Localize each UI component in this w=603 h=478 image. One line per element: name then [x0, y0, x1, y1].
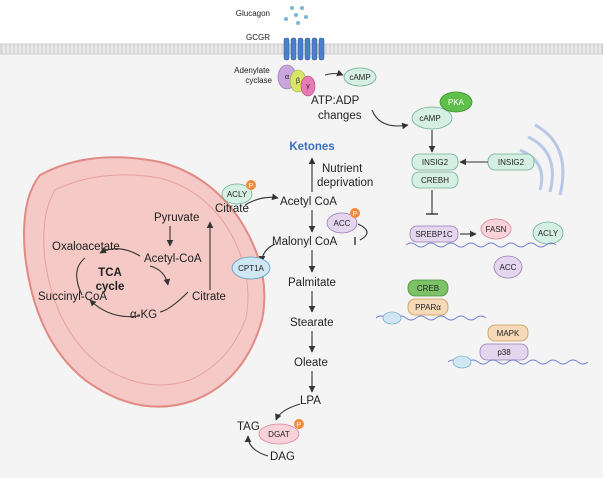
svg-text:β: β	[296, 78, 300, 85]
lpa-label: LPA	[300, 395, 321, 407]
svg-text:ACC: ACC	[500, 263, 517, 272]
tag-label: TAG	[237, 421, 260, 433]
glucagon-molecules	[284, 6, 308, 25]
dgat-phospho	[294, 419, 304, 429]
tca-label: TCA	[98, 267, 122, 279]
mitochondrion	[23, 156, 266, 408]
atp-adp-label: ATP:ADP	[311, 95, 360, 107]
citrate-out-label: Citrate	[215, 203, 249, 215]
camp-pka-node	[411, 106, 453, 130]
endoplasmic-reticulum	[519, 123, 565, 196]
crebh-node	[411, 171, 459, 189]
acly-phospho	[246, 180, 256, 190]
acetyl-coa-label: Acetyl CoA	[280, 196, 337, 208]
svg-text:DGAT: DGAT	[268, 430, 290, 439]
mito-citrate-label: Citrate	[192, 291, 226, 303]
stearate-label: Stearate	[290, 317, 333, 329]
gcgr-label: GCGR	[246, 33, 270, 42]
svg-text:P: P	[297, 422, 302, 429]
dna-binder-2	[382, 311, 402, 325]
camp-node	[343, 67, 377, 87]
svg-text:PPARα: PPARα	[415, 303, 441, 312]
gcgr-receptor	[283, 37, 325, 61]
cycle-label: cycle	[96, 281, 125, 293]
svg-text:γ: γ	[306, 83, 310, 90]
oxaloacetate-label: Oxaloacetate	[52, 241, 120, 253]
changes-label: changes	[318, 110, 362, 122]
deprivation-label: deprivation	[317, 177, 373, 189]
svg-text:cAMP: cAMP	[419, 114, 440, 123]
palmitate-label: Palmitate	[288, 277, 336, 289]
svg-text:INSIG2: INSIG2	[498, 158, 525, 167]
succinyl-coa-label: Succinyl-CoA	[38, 291, 107, 303]
svg-text:SREBP1C: SREBP1C	[415, 230, 453, 239]
g-protein-complex: α β γ	[277, 64, 316, 97]
svg-text:P: P	[249, 183, 254, 190]
svg-text:P: P	[353, 211, 358, 218]
p38-node	[479, 343, 529, 361]
cpt1a-node	[231, 256, 271, 280]
svg-text:ACC: ACC	[334, 219, 351, 228]
acc-node-pathway	[326, 212, 358, 234]
creb-node	[407, 279, 449, 297]
acc-node-right	[493, 255, 523, 279]
ketones-label: Ketones	[289, 141, 334, 153]
svg-text:INSIG2: INSIG2	[422, 158, 449, 167]
dna-binder-3	[452, 355, 472, 369]
svg-text:PKA: PKA	[448, 98, 465, 107]
acly-node-left	[221, 183, 253, 205]
svg-text:α: α	[285, 74, 289, 81]
svg-text:p38: p38	[497, 348, 511, 357]
glucagon-label: Glucagon	[236, 9, 270, 18]
svg-text:MAPK: MAPK	[497, 329, 520, 338]
dgat-node	[258, 423, 300, 445]
malonyl-coa-label: Malonyl CoA	[272, 236, 338, 248]
ppara-node	[407, 298, 449, 316]
tca-cycle-arrows	[76, 247, 189, 318]
svg-text:cAMP: cAMP	[349, 73, 370, 82]
svg-text:CPT1A: CPT1A	[238, 264, 264, 273]
insig2-node-left	[411, 153, 459, 171]
acc-phospho	[350, 208, 360, 218]
oleate-label: Oleate	[294, 357, 328, 369]
nutrient-label: Nutrient	[322, 163, 363, 175]
svg-text:CREBH: CREBH	[421, 176, 449, 185]
fasn-node	[480, 218, 512, 240]
svg-text:CREB: CREB	[417, 284, 439, 293]
mapk-node	[487, 324, 529, 342]
mito-acetyl-coa-label: Acetyl-CoA	[144, 253, 202, 265]
akg-label: α-KG	[130, 309, 157, 321]
pka-node	[439, 91, 473, 113]
svg-text:FASN: FASN	[486, 225, 507, 234]
pyruvate-label: Pyruvate	[154, 212, 199, 224]
svg-text:ACLY: ACLY	[538, 229, 559, 238]
svg-text:ACLY: ACLY	[227, 190, 248, 199]
dna-strand-1	[405, 242, 557, 248]
srebp1c-node	[409, 225, 459, 243]
dag-label: DAG	[270, 451, 295, 463]
adenylate-cyclase-label: Adenylate cyclase	[234, 66, 272, 85]
